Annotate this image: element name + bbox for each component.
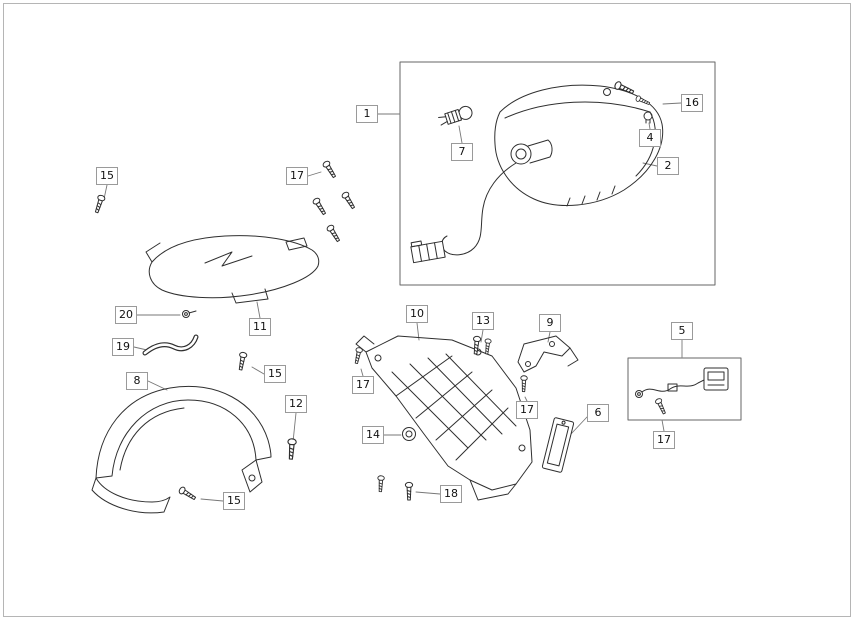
lens-screws-drawing	[603, 80, 651, 107]
callout-12: 12	[285, 395, 307, 413]
callout-14: 14	[362, 426, 384, 444]
callout-11: 11	[249, 318, 271, 336]
inner-fender-drawing	[355, 335, 533, 501]
callout-8: 8	[126, 372, 148, 390]
callout-6: 6	[587, 404, 609, 422]
callout-19: 19	[112, 338, 134, 356]
callout-15: 15	[223, 492, 245, 510]
cover-panel-drawing	[145, 235, 320, 304]
callout-15: 15	[96, 167, 118, 185]
callout-17: 17	[352, 376, 374, 394]
callout-20: 20	[115, 306, 137, 324]
wiring-harness-drawing	[635, 367, 729, 398]
callout-4: 4	[639, 129, 661, 147]
breather-tube-drawing	[142, 334, 199, 356]
tail-light-bulb-drawing	[438, 105, 473, 126]
callout-1: 1	[356, 105, 378, 123]
screw-12	[286, 438, 297, 460]
small-bulb-drawing	[643, 111, 653, 124]
callout-18: 18	[440, 485, 462, 503]
callout-13: 13	[472, 312, 494, 330]
screw-17-left	[352, 346, 364, 365]
callout-17: 17	[653, 431, 675, 449]
screw-15-mid	[236, 351, 248, 371]
tail-light-assembly-box	[399, 61, 716, 286]
reflector-drawing	[541, 417, 575, 473]
clip-fitting-drawing	[182, 310, 197, 318]
callout-17: 17	[286, 167, 308, 185]
callout-16: 16	[681, 94, 703, 112]
callout-7: 7	[451, 143, 473, 161]
screw-15-bottom	[177, 485, 198, 502]
wiring-harness-box	[627, 357, 742, 421]
nut-drawing	[402, 427, 416, 441]
rear-mudguard-drawing	[91, 385, 272, 514]
screws-18	[376, 475, 414, 501]
callout-9: 9	[539, 314, 561, 332]
screw-17-right	[519, 375, 528, 393]
callout-17: 17	[516, 401, 538, 419]
callout-5: 5	[671, 322, 693, 340]
callout-15: 15	[264, 365, 286, 383]
callout-10: 10	[406, 305, 428, 323]
support-bracket-drawing	[517, 335, 579, 373]
screw-15-top	[92, 193, 107, 214]
leader-lines	[103, 102, 683, 502]
callout-2: 2	[657, 157, 679, 175]
screw-17-bottom-right	[654, 397, 668, 416]
tail-light-lamp-drawing	[410, 84, 664, 264]
